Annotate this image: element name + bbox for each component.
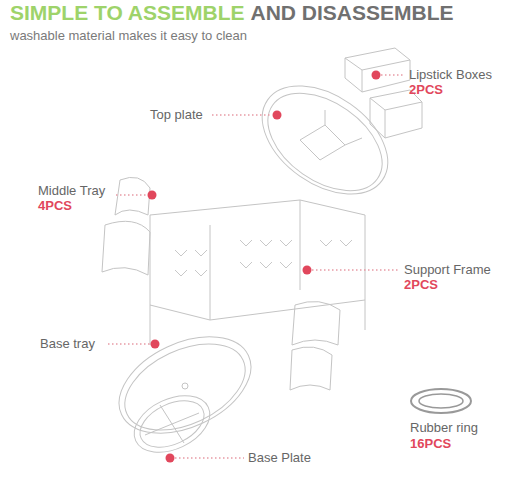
part-name: Support Frame [404,263,491,277]
part-name: Lipstick Boxes [409,68,492,82]
quantity: 2PCS [409,83,443,97]
part-name: Base tray [40,337,95,351]
heading: AND DISASSEMBLE [251,1,454,24]
subtitle-note: washable material makes it easy to clean [10,29,247,43]
part-name: Rubber ring [410,421,478,435]
quantity: 16PCS [410,437,451,451]
heading-accent: SIMPLE TO ASSEMBLE [10,1,245,24]
quantity: 4PCS [38,199,72,213]
quantity: 2PCS [404,278,438,292]
part-name: Base Plate [248,451,311,465]
part-name: Top plate [150,108,203,122]
part-name: Middle Tray [38,184,105,198]
